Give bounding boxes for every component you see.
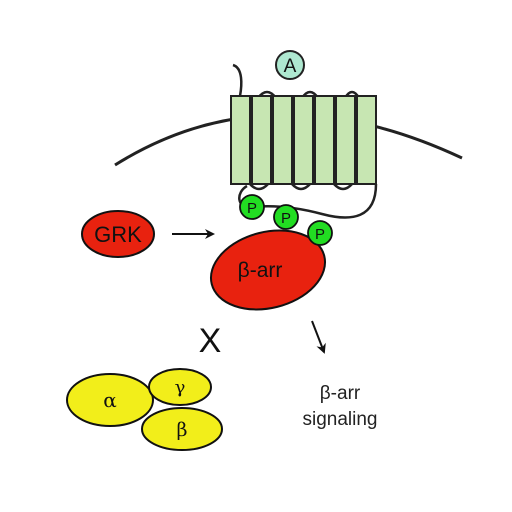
phosphate-label: P	[315, 226, 325, 243]
grk-label: GRK	[94, 222, 142, 247]
receptor-n-terminus	[232, 63, 243, 97]
g-protein-alpha: α	[66, 373, 154, 427]
g-gamma-label: γ	[175, 377, 186, 398]
g-alpha-label: α	[103, 388, 117, 412]
barrestin-to-signaling-arrow	[311, 320, 326, 354]
signaling-label-line2: signaling	[303, 409, 378, 430]
phosphate-label: P	[247, 200, 257, 217]
phosphate-group: P	[307, 220, 333, 246]
phosphate-group: P	[273, 204, 299, 230]
phosphate-group: P	[239, 194, 265, 220]
g-protein-beta: β	[141, 407, 223, 451]
beta-arrestin-label: β-arr	[238, 259, 283, 282]
g-protein-gamma: γ	[148, 368, 212, 406]
signaling-label-line1: β-arr	[320, 383, 361, 404]
block-mark: X	[199, 322, 222, 360]
ligand-agonist: A	[275, 50, 305, 80]
ligand-label: A	[284, 56, 297, 77]
phosphate-label: P	[281, 210, 291, 227]
g-beta-label: β	[177, 419, 188, 441]
receptor-transmembrane-helices	[230, 95, 377, 185]
grk-kinase: GRK	[81, 210, 155, 258]
beta-arrestin: β-arr	[209, 229, 327, 311]
